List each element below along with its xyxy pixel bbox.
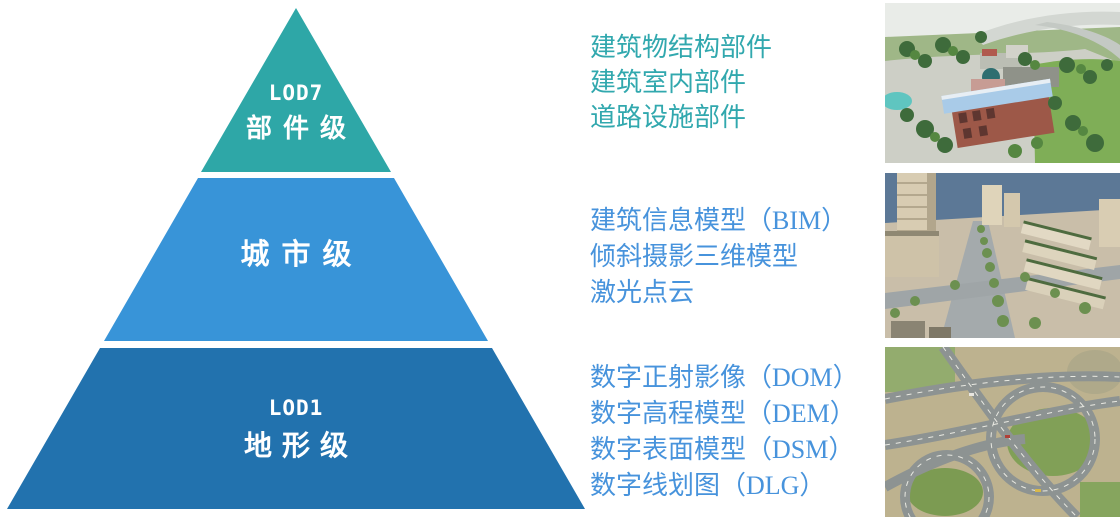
annotation-block-city: 建筑信息模型（BIM） 倾斜摄影三维模型 激光点云 (590, 203, 847, 311)
annotation-line: 道路设施部件 (590, 103, 747, 132)
level-lod7-name: 部件级 (245, 114, 358, 144)
annotation-line: 数字线划图（DLG） (590, 471, 826, 500)
annotation-line: 倾斜摄影三维模型 (590, 242, 799, 271)
campus-model-illustration (885, 3, 1120, 163)
annotation-line: 激光点云 (590, 278, 695, 307)
annotation-block-lod1: 数字正射影像（DOM） 数字高程模型（DEM） 数字表面模型（DSM） 数字线划… (590, 360, 859, 504)
pyramid-level-lod1 (7, 348, 585, 509)
annotation-line: 数字表面模型（DSM） (590, 435, 855, 464)
annotation-line: 数字高程模型（DEM） (590, 399, 856, 428)
annotation-line: 数字正射影像（DOM） (590, 363, 859, 392)
level-lod7-code: LOD7 (268, 81, 324, 105)
pyramid-level-lod7 (201, 8, 391, 172)
photo-component-model (885, 3, 1120, 163)
pyramid-level-city (104, 178, 488, 341)
level-lod1-name: 地形级 (243, 429, 359, 462)
level-city-name: 城市级 (240, 237, 364, 271)
interchange-orthophoto-illustration (885, 347, 1120, 517)
city-model-illustration (885, 173, 1120, 338)
photo-city-model (885, 173, 1120, 338)
photo-terrain-orthophoto (885, 347, 1120, 517)
lod-pyramid (7, 8, 585, 509)
level-lod1-code: LOD1 (268, 396, 324, 420)
annotation-line: 建筑信息模型（BIM） (590, 206, 848, 235)
annotation-line: 建筑室内部件 (590, 68, 747, 97)
annotation-block-lod7: 建筑物结构部件 建筑室内部件 道路设施部件 (590, 30, 772, 135)
annotation-line: 建筑物结构部件 (590, 33, 773, 62)
